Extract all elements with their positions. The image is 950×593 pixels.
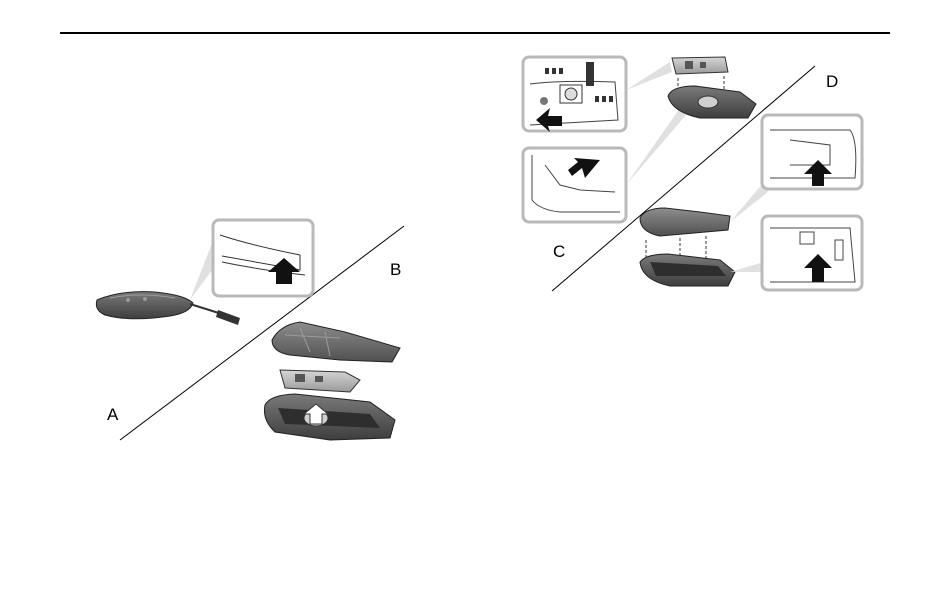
panel-label-d: D	[826, 72, 838, 92]
panel-label-c: C	[553, 242, 565, 262]
callout-wedge-d2	[730, 262, 764, 272]
inset-detail-c-bottom	[523, 148, 626, 222]
key-bottom-shell	[264, 394, 395, 440]
inset-detail-d-top	[762, 115, 862, 189]
circuit-board-c	[672, 57, 728, 74]
key-fob-closed	[96, 292, 193, 319]
inset-detail-c-top	[523, 57, 626, 132]
panel-label-a: A	[107, 405, 118, 425]
callout-wedge-c2	[626, 108, 686, 185]
screwdriver-icon	[190, 304, 240, 325]
key-top-shell-d	[640, 208, 730, 236]
callout-wedge-c1	[626, 62, 672, 90]
key-top-shell	[272, 322, 400, 362]
callout-wedge-d1	[730, 182, 768, 222]
inset-detail-d-bottom	[762, 216, 862, 290]
key-bottom-shell-d	[640, 254, 735, 286]
inset-detail-a	[213, 220, 313, 296]
circuit-board	[280, 370, 360, 392]
panel-label-b: B	[390, 260, 401, 280]
